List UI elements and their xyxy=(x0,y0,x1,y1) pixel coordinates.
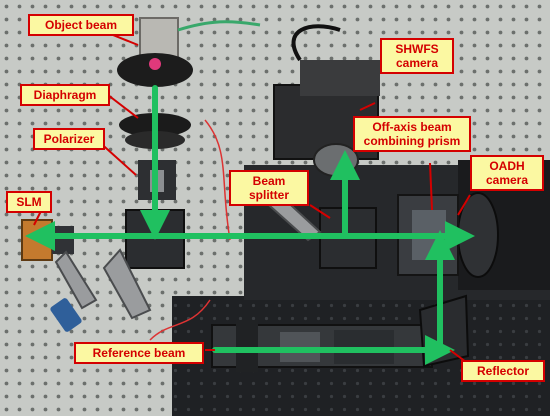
label-diaphragm: Diaphragm xyxy=(20,84,110,106)
shwfs-camera-top xyxy=(300,60,380,96)
label-shwfs-camera: SHWFS camera xyxy=(380,38,454,74)
label-polarizer: Polarizer xyxy=(33,128,105,150)
beam-paths xyxy=(24,85,475,365)
mirror-mount-1 xyxy=(102,248,152,320)
mirror-mount-2 xyxy=(54,250,98,310)
usb-stick xyxy=(50,298,82,332)
label-slm: SLM xyxy=(6,191,52,213)
label-reference-beam: Reference beam xyxy=(74,342,204,364)
laser-port xyxy=(149,58,161,70)
label-oadh-camera: OADH camera xyxy=(470,155,544,191)
label-off-axis-prism: Off-axis beam combining prism xyxy=(353,116,471,152)
shwfs-lens xyxy=(313,143,359,177)
slm-panel xyxy=(21,219,53,261)
label-reflector: Reflector xyxy=(461,360,545,382)
label-object-beam: Object beam xyxy=(28,14,134,36)
label-beam-splitter: Beam splitter xyxy=(229,170,309,206)
